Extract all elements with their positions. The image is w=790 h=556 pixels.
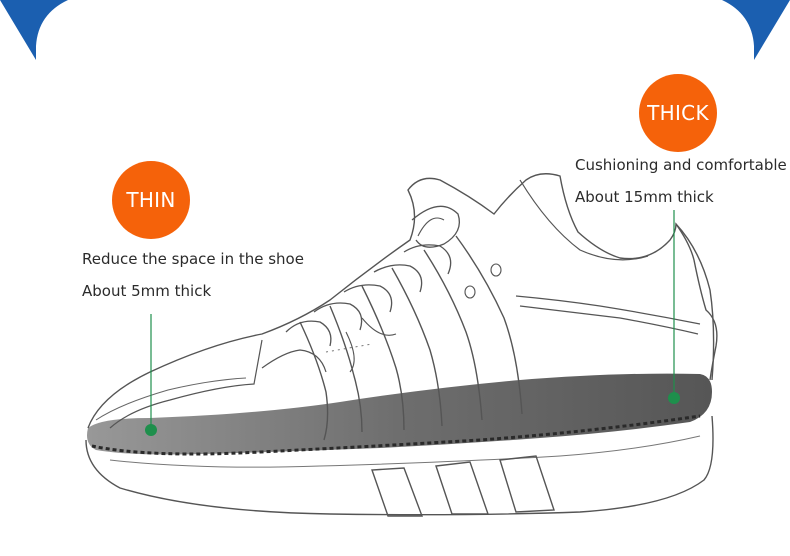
heel-counter	[675, 223, 718, 381]
thick-pointer-dot	[668, 392, 680, 404]
sole-outline	[85, 415, 714, 516]
side-stripe-3b	[455, 235, 523, 415]
side-stripe-1b	[329, 305, 363, 433]
lace-tail	[361, 317, 397, 336]
heel-panel	[515, 295, 701, 325]
upper-outline	[87, 173, 715, 429]
collar	[519, 179, 649, 261]
sole-stripe-1	[371, 467, 424, 517]
side-stripe-1	[299, 321, 329, 441]
lace-3	[343, 284, 393, 313]
heel-panel-2	[519, 305, 699, 335]
thin-thickness: About 5mm thick	[82, 282, 212, 300]
eyelet-1	[490, 263, 502, 277]
thick-badge-label: THICK	[647, 101, 709, 125]
insole-edge	[91, 414, 701, 456]
side-stripe-3	[423, 249, 483, 421]
thin-description: Reduce the space in the shoe	[82, 250, 304, 268]
lace-loop	[411, 205, 461, 248]
thick-description: Cushioning and comfortable	[575, 156, 787, 174]
sole-stripe-3	[499, 455, 555, 513]
side-stripe-2b	[391, 267, 443, 427]
toe-cap	[95, 377, 247, 421]
eyelet-2	[464, 285, 476, 299]
lace-1	[285, 320, 332, 347]
sole-inner	[109, 435, 701, 468]
lace-4	[373, 264, 423, 293]
lace-loop-2	[417, 217, 445, 237]
thick-badge: THICK	[639, 74, 717, 152]
lace-5	[403, 244, 452, 275]
toe-overlay	[109, 339, 263, 429]
side-stripe-2	[361, 285, 405, 431]
lace-tail-2	[345, 331, 355, 373]
top-banner	[0, 0, 790, 60]
thin-badge: THIN	[112, 161, 190, 239]
sole-stripe-2	[435, 461, 489, 515]
thick-thickness: About 15mm thick	[575, 188, 714, 206]
cage-line	[261, 349, 327, 373]
thin-badge-label: THIN	[126, 188, 176, 212]
lace-2	[313, 302, 363, 331]
stitching	[325, 343, 373, 353]
thin-pointer-dot	[145, 424, 157, 436]
